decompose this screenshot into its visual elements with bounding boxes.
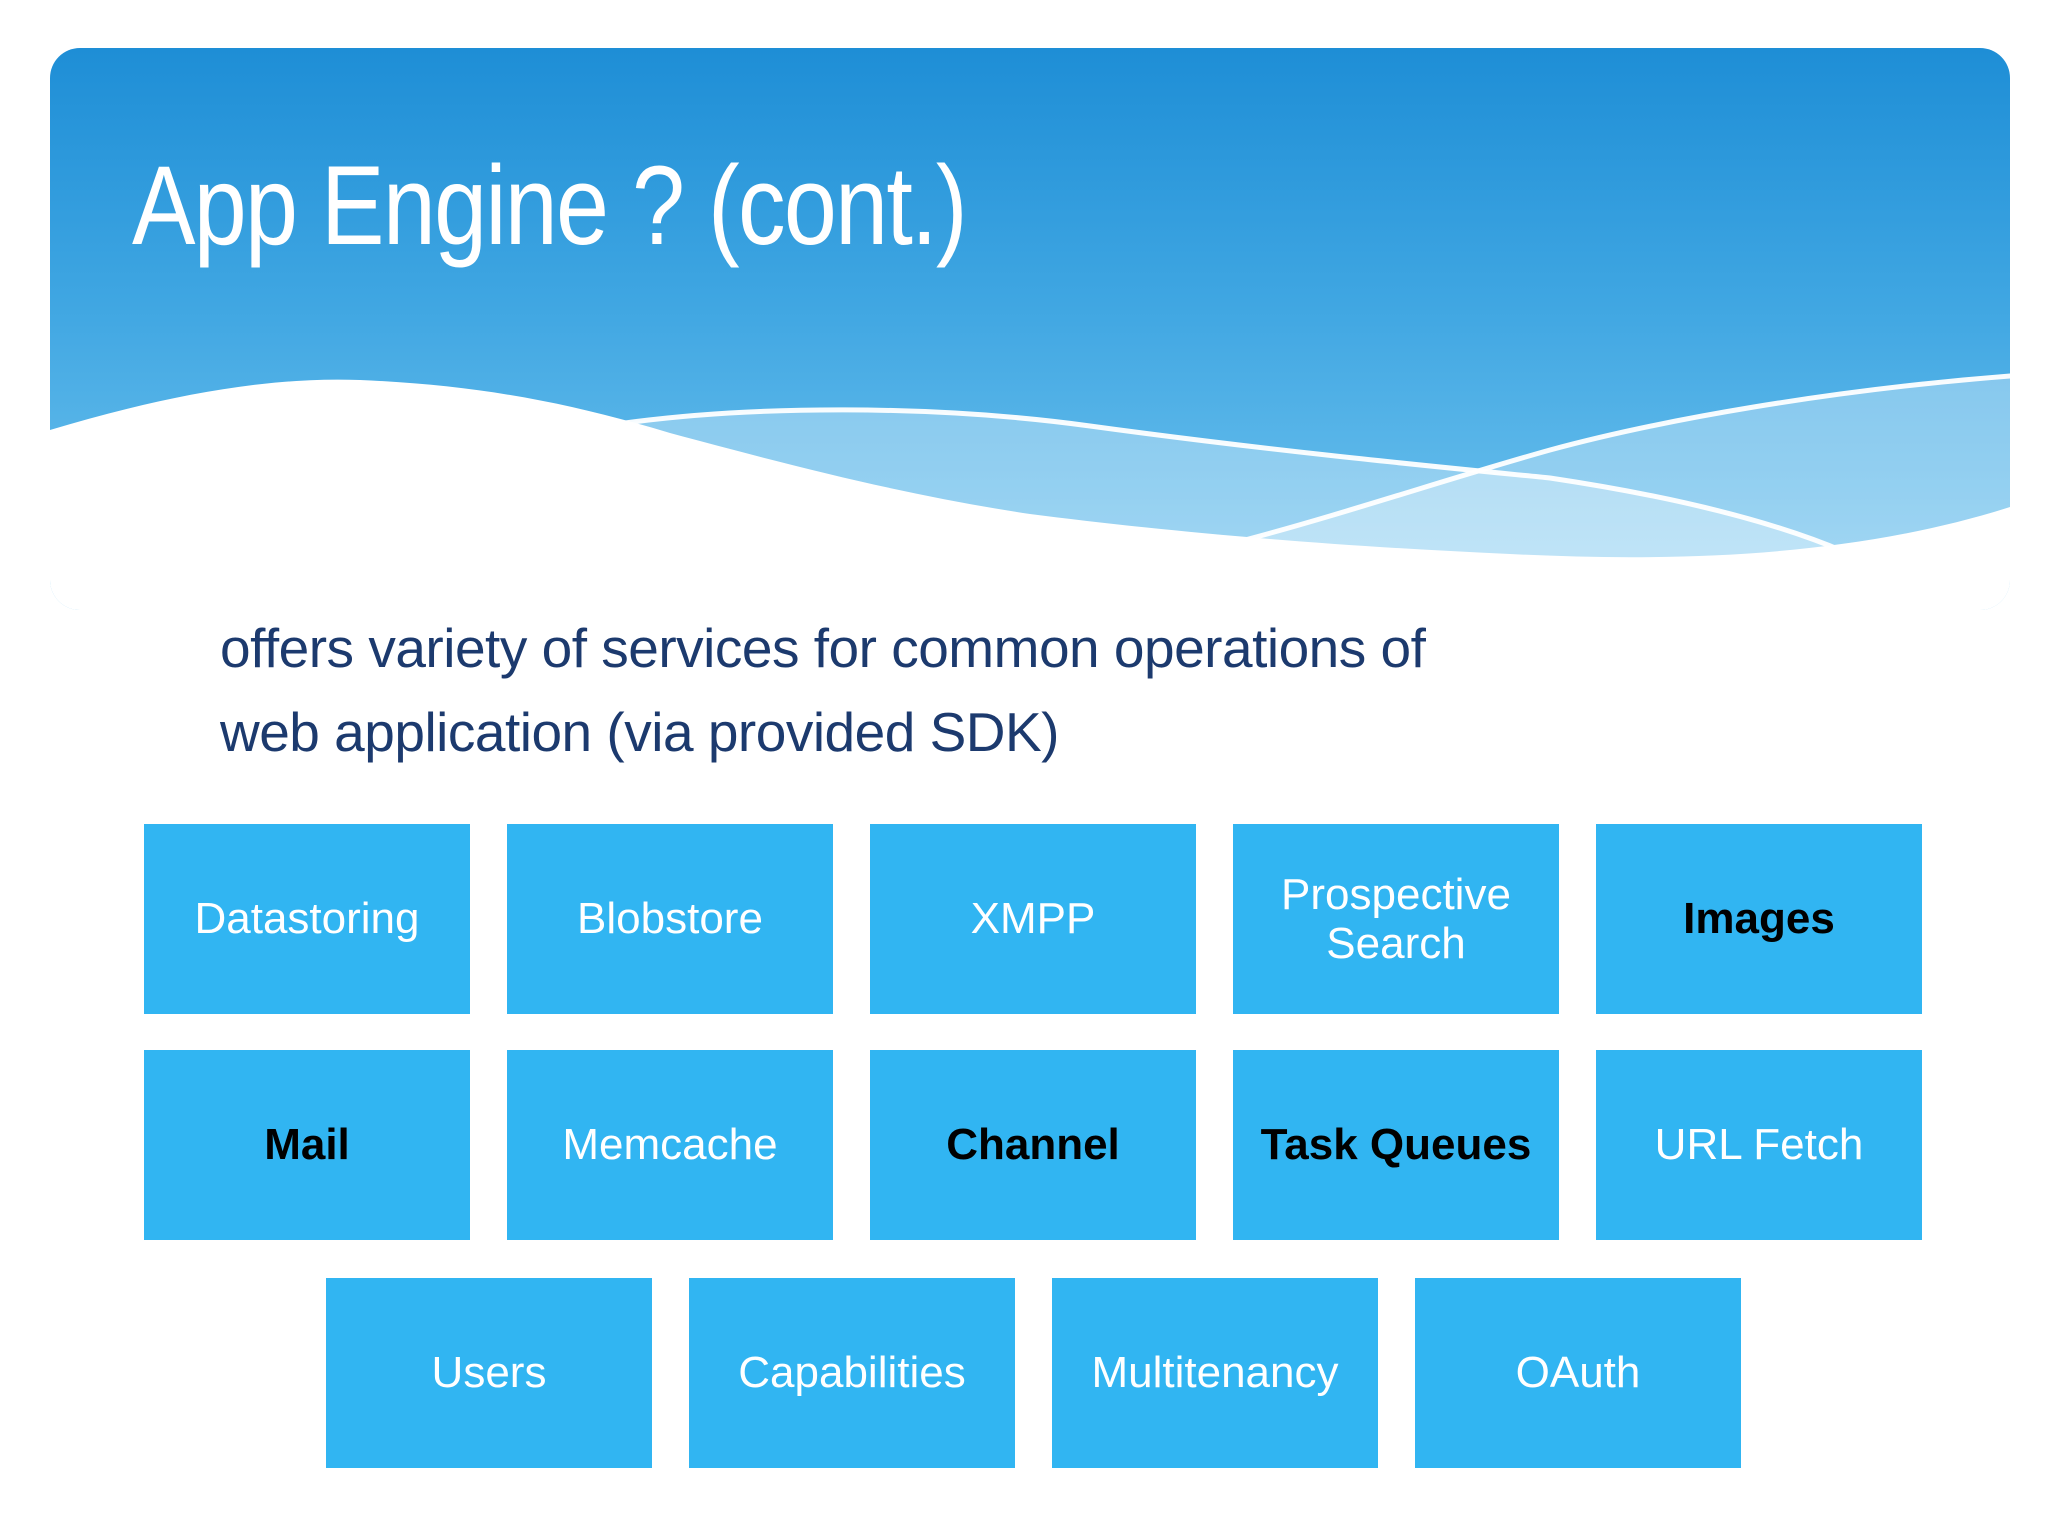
wave-line-2 (1242, 373, 2010, 543)
service-row-1: Datastoring Blobstore XMPP Prospective S… (144, 824, 1922, 1014)
body-text-line-1: offers variety of services for common op… (220, 617, 1426, 679)
wave-line-1 (622, 407, 1848, 555)
slide-title: App Engine ? (cont.) (132, 143, 968, 268)
service-box-blobstore: Blobstore (507, 824, 833, 1014)
wave-white-foreground (50, 379, 2010, 610)
service-box-xmpp: XMPP (870, 824, 1196, 1014)
service-box-oauth: OAuth (1415, 1278, 1741, 1468)
body-text: offers variety of services for common op… (220, 606, 1426, 774)
service-box-images: Images (1596, 824, 1922, 1014)
service-box-task-queues: Task Queues (1233, 1050, 1559, 1240)
service-row-3: Users Capabilities Multitenancy OAuth (326, 1278, 1741, 1468)
service-box-capabilities: Capabilities (689, 1278, 1015, 1468)
service-box-users: Users (326, 1278, 652, 1468)
service-box-datastoring: Datastoring (144, 824, 470, 1014)
service-box-url-fetch: URL Fetch (1596, 1050, 1922, 1240)
service-box-prospective-search: Prospective Search (1233, 824, 1559, 1014)
service-box-channel: Channel (870, 1050, 1196, 1240)
service-box-memcache: Memcache (507, 1050, 833, 1240)
service-row-2: Mail Memcache Channel Task Queues URL Fe… (144, 1050, 1922, 1240)
service-box-mail: Mail (144, 1050, 470, 1240)
wave-decoration (50, 48, 2010, 610)
service-box-multitenancy: Multitenancy (1052, 1278, 1378, 1468)
header-banner: App Engine ? (cont.) (50, 48, 2010, 610)
body-text-line-2: web application (via provided SDK) (220, 701, 1060, 763)
